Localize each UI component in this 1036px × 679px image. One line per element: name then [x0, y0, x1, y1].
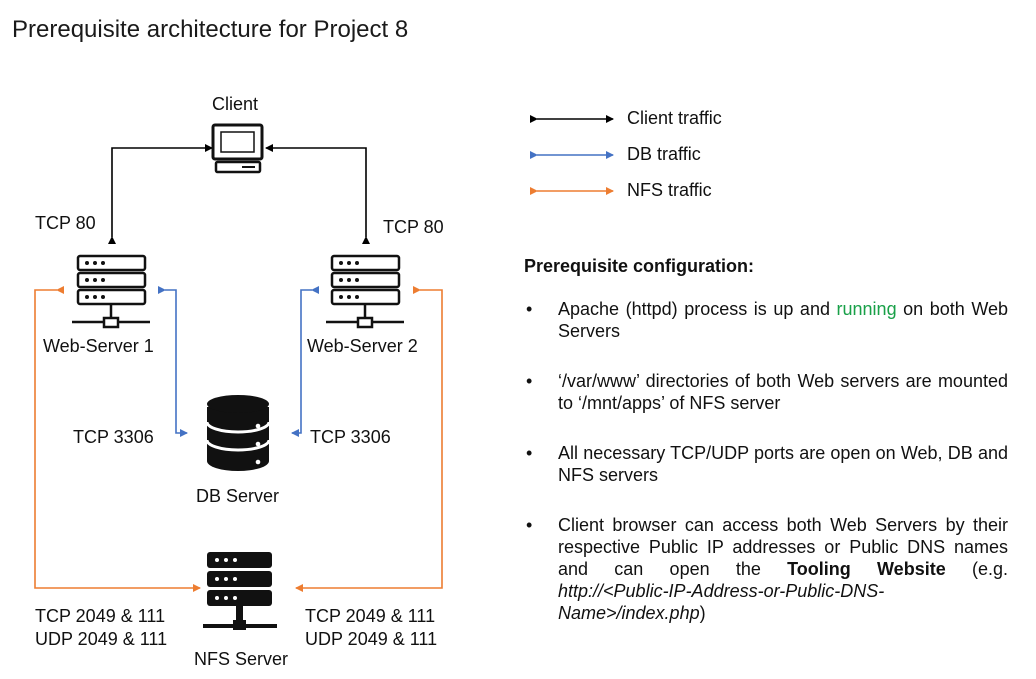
- bullet: •: [526, 443, 533, 463]
- client-web1-connector: [108, 144, 213, 244]
- web2-port-label: TCP 80: [383, 217, 444, 237]
- legend-nfs-label: NFS traffic: [627, 180, 712, 200]
- config-list: • Apache (httpd) process is up and runni…: [522, 298, 1008, 652]
- client-label: Client: [212, 94, 259, 114]
- db-server-label: DB Server: [196, 486, 280, 506]
- legend-client-label: Client traffic: [627, 108, 722, 128]
- config-item: • All necessary TCP/UDP ports are open o…: [522, 442, 1008, 486]
- computer-icon: [211, 123, 264, 174]
- client-traffic-connectors: [108, 144, 370, 244]
- tooling-website-text: Tooling Website: [787, 559, 946, 579]
- web2-db-connector: [291, 286, 319, 437]
- bullet: •: [526, 371, 533, 391]
- web1-db-connector: [158, 286, 188, 437]
- db-port-right-label: TCP 3306: [310, 427, 391, 447]
- web-server-2-icon: [326, 254, 404, 329]
- web-server-1-label: Web-Server 1: [43, 336, 154, 356]
- config-item-text: ‘/var/www’ directories of both Web serve…: [558, 371, 1008, 413]
- bullet: •: [526, 299, 533, 319]
- web1-port-label: TCP 80: [35, 213, 96, 233]
- config-item-text: All necessary TCP/UDP ports are open on …: [558, 443, 1008, 485]
- legend: [530, 115, 614, 195]
- example-url: http://<Public-IP-Address-or-Public-DNS-…: [558, 581, 885, 623]
- nfs-right-tcp-label: TCP 2049 & 111: [305, 606, 436, 626]
- web2-nfs-connector: [295, 286, 443, 592]
- config-item-text-end: on both Web Servers: [558, 299, 1009, 341]
- legend-db-label: DB traffic: [627, 144, 701, 164]
- nfs-left-udp-label: UDP 2049 & 111: [35, 629, 168, 649]
- nfs-traffic-connectors: [34, 286, 443, 592]
- db-port-left-label: TCP 3306: [73, 427, 154, 447]
- web-server-2-label: Web-Server 2: [307, 336, 418, 356]
- config-item: • ‘/var/www’ directories of both Web ser…: [522, 370, 1008, 414]
- nfs-right-udp-label: UDP 2049 & 111: [305, 629, 438, 649]
- config-heading: Prerequisite configuration:: [524, 256, 755, 276]
- running-highlight: running: [836, 299, 897, 319]
- web1-nfs-connector: [34, 286, 201, 592]
- nfs-server-icon: [203, 552, 277, 630]
- client-web2-connector: [265, 144, 370, 244]
- page-title: Prerequisite architecture for Project 8: [12, 16, 409, 43]
- config-item-text: Client browser can access both Web Serve…: [558, 515, 1008, 579]
- nfs-left-tcp-label: TCP 2049 & 111: [35, 606, 166, 626]
- bullet: •: [526, 515, 533, 535]
- config-item-text-end: ): [699, 603, 706, 623]
- config-item: • Apache (httpd) process is up and runni…: [522, 298, 1008, 342]
- database-icon: [205, 395, 271, 471]
- config-item-text: Apache (httpd) process is up and: [558, 299, 837, 319]
- config-item: • Client browser can access both Web Ser…: [522, 514, 1008, 624]
- config-item-text-mid: (e.g.: [945, 559, 1036, 579]
- nfs-server-label: NFS Server: [194, 649, 289, 669]
- web-server-1-icon: [72, 254, 150, 329]
